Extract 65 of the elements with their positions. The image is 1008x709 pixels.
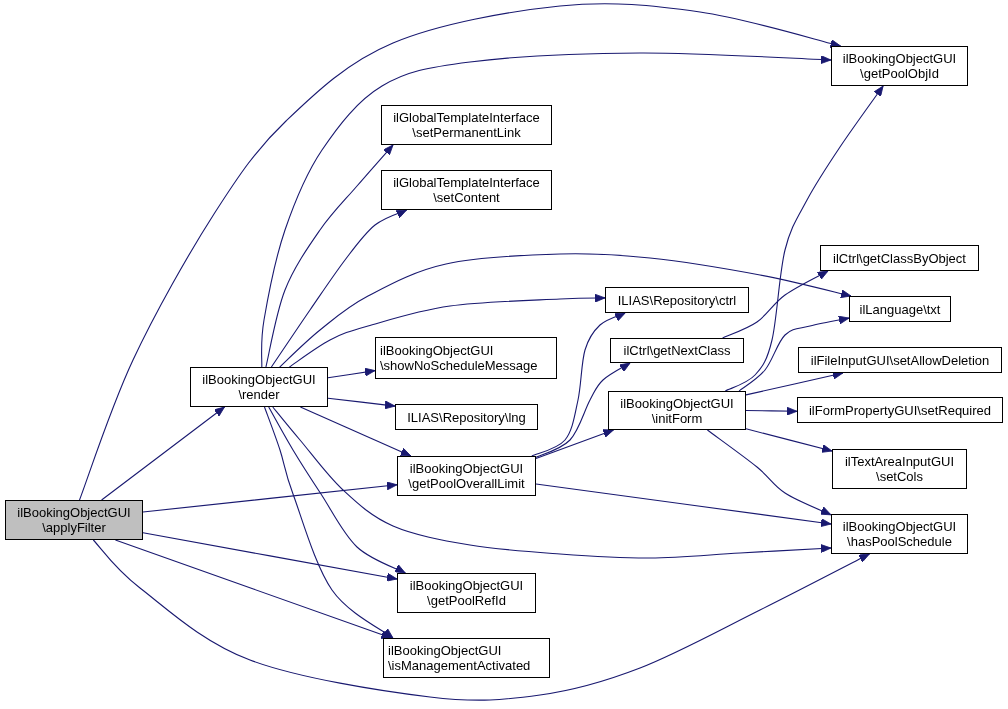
arrow [327, 397, 396, 410]
function-name: ilCtrl\getClassByObject [833, 250, 966, 266]
arrow [78, 3, 842, 501]
arrow [92, 539, 870, 701]
arrow [114, 539, 392, 639]
function-box [383, 638, 550, 678]
arrow [261, 52, 832, 368]
function-name: ilBookingObjectGUI \initForm [619, 395, 735, 426]
function-box [831, 46, 968, 86]
function-box [5, 500, 143, 540]
arrow [270, 209, 408, 368]
function-box [849, 296, 951, 322]
arrow [535, 429, 615, 459]
function-name: ilBookingObjectGUI \getPoolObjId [841, 51, 958, 81]
function-name: ilBookingObjectGUI \isManagementActivated [388, 643, 532, 673]
function-box [831, 514, 968, 554]
arrow [101, 406, 226, 501]
arrow [263, 406, 394, 639]
arrow [722, 270, 829, 339]
function-box [381, 105, 552, 145]
function-box [608, 391, 746, 430]
arrow [265, 144, 394, 368]
function-box [397, 573, 536, 613]
function-name: ilBookingObjectGUI \render [201, 372, 317, 402]
arrow [142, 532, 398, 582]
arrow [288, 293, 606, 368]
function-name: ilFormPropertyGUI\setRequired [808, 402, 992, 418]
function-name: ilFileInputGUI\setAllowDeletion [810, 352, 990, 368]
arrow [268, 406, 406, 574]
function-name: ilBookingObjectGUI \applyFilter [16, 505, 132, 535]
arrow [299, 406, 412, 457]
arrow [327, 367, 376, 379]
function-box [395, 404, 538, 430]
function-box [190, 367, 328, 407]
function-name: ILIAS\Repository\lng [407, 409, 526, 425]
function-box [605, 287, 749, 313]
function-box [832, 449, 967, 489]
function-name: ilBookingObjectGUI \getPoolRefId [408, 578, 525, 608]
arrow [745, 406, 798, 416]
function-name: ilLanguage\txt [859, 301, 941, 317]
arrow [745, 428, 833, 453]
arrow [706, 429, 832, 516]
arrow [724, 85, 884, 392]
function-name: ILIAS\Repository\ctrl [617, 292, 737, 308]
function-box [798, 347, 1002, 373]
arrow [279, 253, 852, 368]
arrow [142, 481, 398, 513]
arrow [535, 483, 832, 527]
arrow [272, 406, 832, 559]
function-box [797, 397, 1003, 423]
function-name: ilBookingObjectGUI \getPoolOverallLimit [407, 461, 526, 491]
function-name: ilGlobalTemplateInterface \setPermanentLink [392, 110, 541, 140]
function-name: ilBookingObjectGUI \showNoScheduleMessage [380, 343, 539, 373]
function-name: ilTextAreaInputGUI \setCols [843, 454, 956, 484]
arrow [531, 312, 626, 457]
function-name: ilGlobalTemplateInterface \setContent [392, 175, 541, 205]
function-name: ilBookingObjectGUI \hasPoolSchedule [841, 519, 958, 549]
function-box [375, 337, 557, 379]
function-box [397, 456, 536, 496]
arrow [738, 315, 850, 392]
function-name: ilCtrl\getNextClass [623, 343, 731, 358]
function-box [381, 170, 552, 210]
arrow [534, 362, 631, 459]
function-box [610, 338, 744, 363]
function-box [820, 245, 979, 271]
